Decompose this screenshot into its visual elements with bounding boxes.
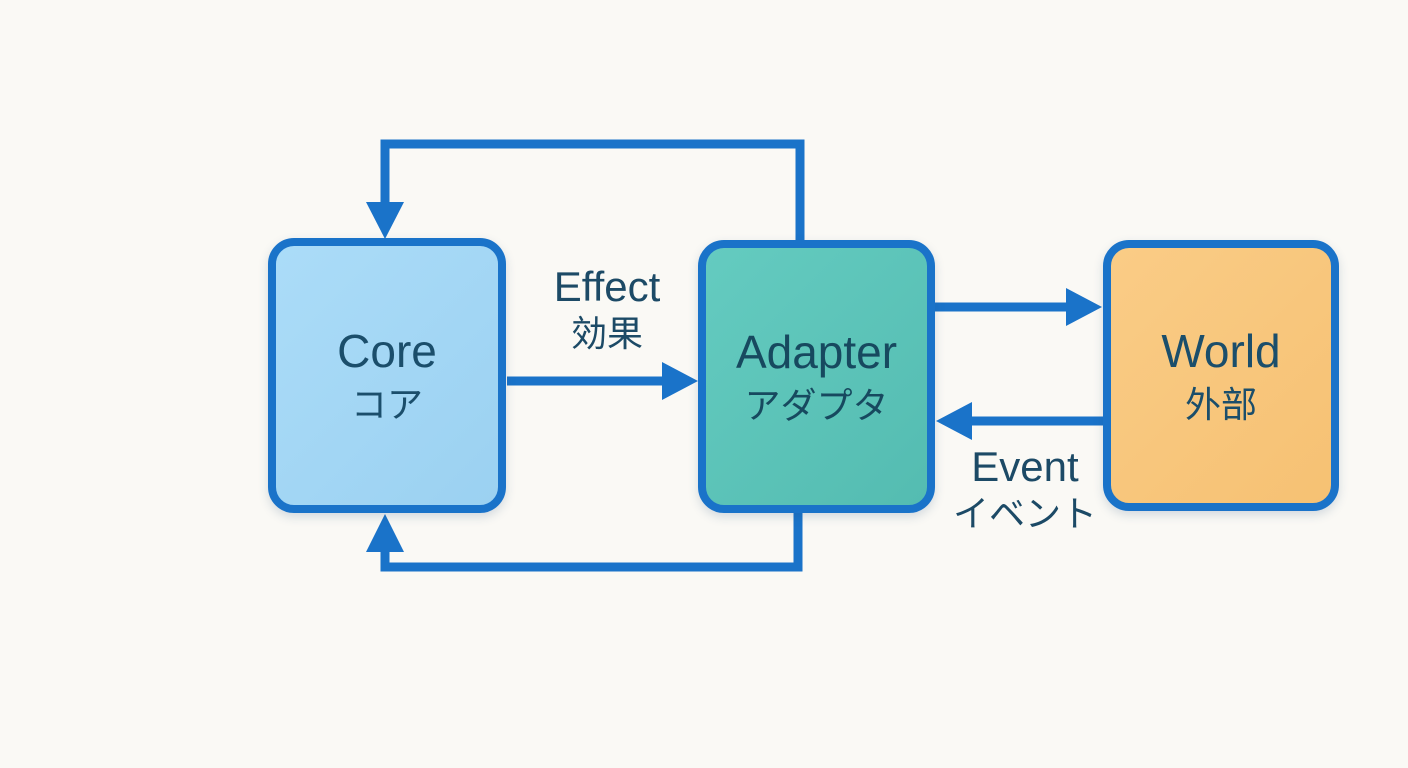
arrow-adapter-to-core-bottom	[366, 511, 803, 572]
arrow-adapter-to-world	[932, 288, 1102, 326]
edge-label-effect-subtext: 効果	[570, 313, 643, 354]
node-core-sublabel: コア	[350, 383, 423, 425]
arrowhead-left-icon	[936, 402, 972, 440]
edge-label-event: Event イベント	[925, 446, 1125, 532]
arrow-core-to-adapter	[507, 362, 698, 400]
arrowhead-right-icon	[1066, 288, 1102, 326]
arrowhead-down-icon	[366, 202, 404, 239]
arrow-world-to-adapter	[936, 402, 1104, 440]
node-adapter: Adapter アダプタ	[698, 240, 935, 513]
node-adapter-label: Adapter	[735, 326, 898, 379]
node-adapter-sublabel: アダプタ	[744, 384, 889, 426]
edge-label-event-text: Event	[971, 443, 1079, 490]
node-core: Core コア	[268, 238, 506, 513]
node-world-label: World	[1161, 325, 1281, 378]
edge-label-event-subtext: イベント	[952, 493, 1097, 534]
node-world: World 外部	[1103, 240, 1339, 511]
arrowhead-up-icon	[366, 514, 404, 552]
node-world-sublabel: 外部	[1184, 383, 1257, 425]
edge-label-effect: Effect 効果	[507, 266, 707, 352]
node-core-label: Core	[337, 325, 437, 378]
arrowhead-right-icon	[662, 362, 698, 400]
edge-label-effect-text: Effect	[553, 263, 661, 310]
arrow-adapter-to-core-top	[366, 139, 805, 241]
